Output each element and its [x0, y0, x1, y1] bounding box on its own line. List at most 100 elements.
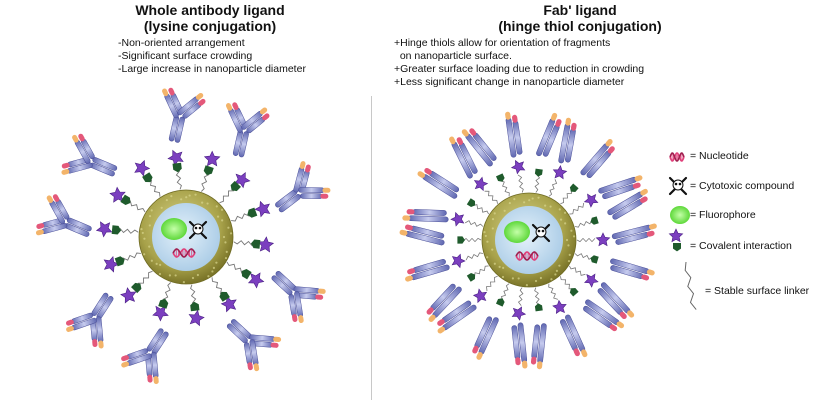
whole-antibody	[121, 328, 169, 385]
fab-fragment	[607, 188, 648, 220]
surface-linker	[517, 287, 524, 306]
covalent-linkage-icon	[457, 236, 465, 244]
surface-linker	[146, 178, 161, 197]
fab-fragment	[399, 224, 445, 246]
covalent-linkage-icon	[219, 291, 230, 302]
covalent-star-icon	[451, 253, 466, 269]
surface-linker	[200, 169, 210, 192]
covalent-linkage-icon	[120, 194, 131, 206]
right-nanoparticle-fluorophore-icon	[504, 221, 530, 243]
covalent-linkage-icon	[203, 165, 214, 176]
panel-divider	[371, 96, 372, 400]
fab-fragment	[511, 322, 528, 369]
fab-fragment	[530, 323, 547, 370]
left-bullet: -Non-oriented arrangement	[118, 37, 245, 49]
whole-antibody	[35, 194, 92, 237]
surface-linker	[472, 204, 489, 215]
covalent-star-icon	[120, 287, 137, 304]
fab-fragment	[598, 175, 643, 200]
surface-linker	[219, 185, 235, 204]
surface-linker	[548, 283, 559, 300]
surface-linker	[231, 211, 252, 222]
left-title-line2: (lysine conjugation)	[143, 18, 277, 34]
surface-linker	[473, 265, 489, 278]
surface-linker	[137, 270, 153, 289]
legend-linkage-icon	[673, 243, 681, 252]
surface-linker	[115, 227, 139, 234]
fab-fragment	[472, 316, 499, 360]
right-nanoparticle-core	[495, 206, 563, 274]
whole-antibody	[275, 161, 331, 213]
legend-linker-icon	[684, 261, 697, 310]
fab-fragment	[402, 209, 449, 223]
surface-linker	[465, 252, 484, 261]
surface-linker	[190, 284, 197, 307]
right-nanoparticle-dna-icon	[515, 251, 539, 261]
covalent-linkage-icon	[230, 180, 241, 192]
surface-linker	[162, 282, 172, 305]
left-nanoparticle-fluorophore-icon	[161, 218, 187, 240]
covalent-linkage-icon	[131, 282, 142, 294]
left-bullet: -Large increase in nanoparticle diameter	[118, 63, 306, 75]
surface-linker	[574, 219, 593, 228]
legend-label-cytotoxic: = Cytotoxic compound	[690, 180, 795, 192]
fab-fragment	[560, 314, 588, 358]
covalent-linkage-icon	[590, 255, 599, 264]
surface-linker	[569, 265, 586, 276]
surface-linker	[534, 287, 541, 306]
fab-fragment	[417, 167, 460, 199]
legend-label-linker: = Stable surface linker	[705, 285, 810, 297]
right-bullet: +Less significant change in nanoparticle…	[394, 76, 625, 88]
fab-fragment	[610, 258, 655, 281]
fab-fragment	[597, 282, 635, 320]
covalent-linkage-icon	[142, 172, 153, 183]
left-bullet: -Significant surface crowding	[118, 50, 253, 62]
fab-fragment	[536, 112, 562, 157]
covalent-linkage-icon	[172, 162, 182, 173]
covalent-linkage-icon	[241, 268, 252, 280]
legend-label-nucleotide: = Nucleotide	[690, 150, 749, 162]
legend-label-fluorophore: = Fluorophore	[690, 209, 756, 221]
right-title-line1: Fab' ligand	[543, 2, 617, 18]
whole-antibody	[66, 292, 114, 349]
fab-nanoparticle	[399, 111, 657, 370]
covalent-linkage-icon	[569, 183, 579, 193]
fab-fragment	[583, 299, 625, 332]
covalent-star-icon	[450, 211, 465, 227]
covalent-star-icon	[511, 306, 527, 321]
surface-linker	[534, 174, 541, 193]
covalent-linkage-icon	[466, 272, 476, 282]
covalent-linkage-icon	[495, 298, 505, 307]
covalent-star-icon	[254, 200, 271, 218]
whole-antibody	[61, 133, 118, 177]
surface-linker	[560, 276, 574, 290]
surface-linker	[484, 190, 498, 204]
right-nanoparticle-skull-icon	[531, 223, 551, 243]
covalent-star-icon	[203, 150, 221, 167]
legend-skull-icon	[668, 176, 688, 196]
fab-fragment	[405, 259, 450, 282]
left-nanoparticle-core	[152, 203, 220, 271]
covalent-linkage-icon	[158, 298, 169, 309]
covalent-star-icon	[95, 221, 113, 238]
right-title-line2: (hinge thiol conjugation)	[498, 18, 662, 34]
covalent-linkage-icon	[569, 287, 579, 297]
right-panel-bullets: +Hinge thiols allow for orientation of f…	[394, 37, 644, 89]
fab-fragment	[558, 117, 577, 164]
left-title-line1: Whole antibody ligand	[135, 2, 285, 18]
fab-fragment	[580, 139, 615, 178]
covalent-star-icon	[595, 232, 611, 247]
covalent-linkage-icon	[534, 303, 543, 312]
covalent-linkage-icon	[114, 256, 125, 267]
legend-icons	[668, 152, 697, 310]
surface-linker	[560, 189, 572, 205]
surface-linker	[233, 240, 257, 247]
legend-label-covalent: = Covalent interaction	[690, 240, 792, 252]
surface-linker	[464, 220, 484, 227]
covalent-star-icon	[510, 159, 526, 175]
surface-linker	[569, 202, 585, 215]
whole-antibody	[225, 102, 270, 158]
covalent-star-icon	[134, 159, 151, 177]
surface-linker	[576, 237, 596, 243]
